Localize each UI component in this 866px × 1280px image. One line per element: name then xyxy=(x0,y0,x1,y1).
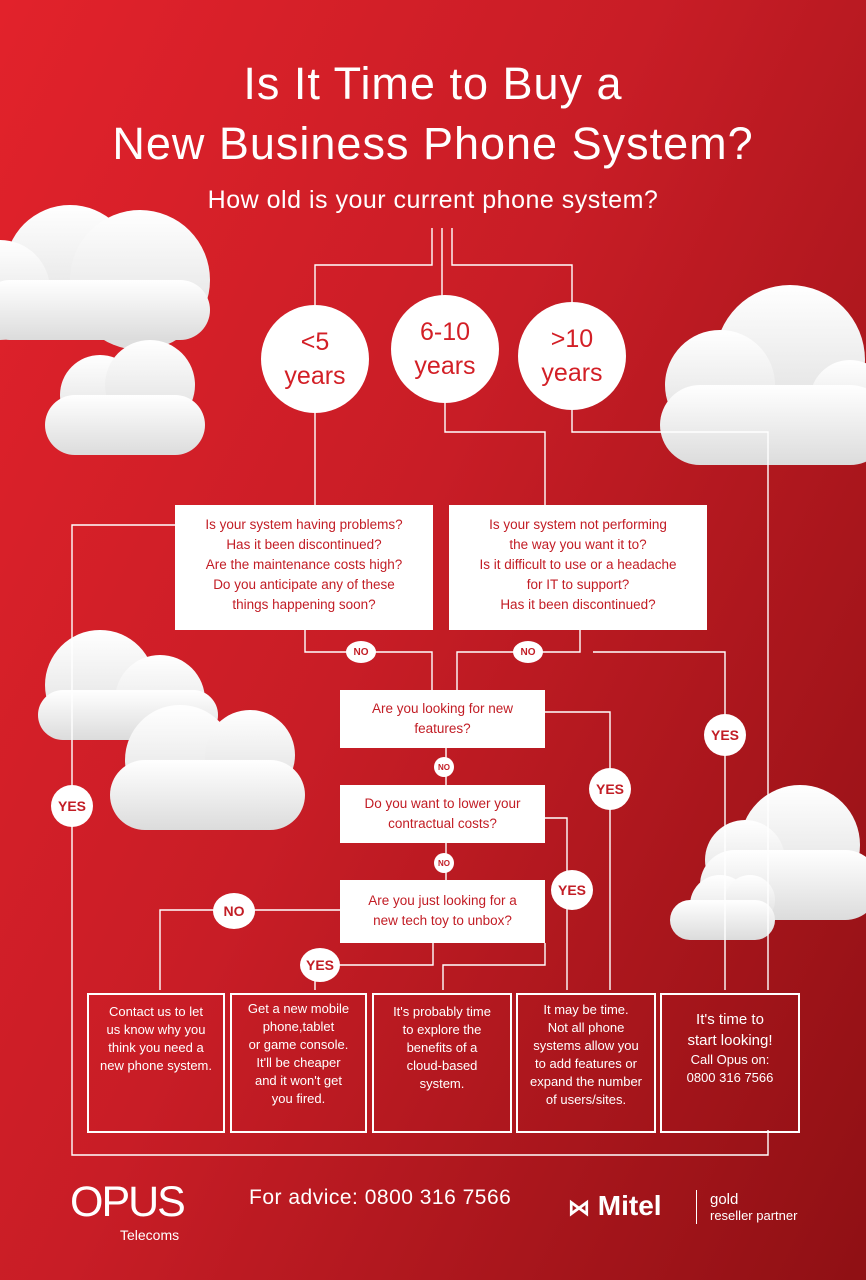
mitel-logo-text: Mitel xyxy=(597,1190,662,1221)
outcome-maybe: It may be time. Not all phone systems al… xyxy=(516,993,656,1133)
no-badge: NO xyxy=(434,757,454,777)
age-value: >10 xyxy=(550,325,594,353)
no-badge: NO xyxy=(213,893,255,929)
mitel-logo: ⋈ Mitel xyxy=(568,1190,662,1222)
question-box-costs: Do you want to lower your contractual co… xyxy=(340,785,545,843)
yes-badge: YES xyxy=(551,870,593,910)
outcome-line: us know why you xyxy=(106,1022,206,1037)
footer-divider xyxy=(696,1190,697,1224)
page-subtitle: How old is your current phone system? xyxy=(207,186,659,214)
gold-sublabel: reseller partner xyxy=(710,1208,798,1223)
question-line: Do you want to lower your xyxy=(364,796,521,811)
page-title-line2: New Business Phone System? xyxy=(112,118,754,169)
question-line: for IT to support? xyxy=(526,577,630,592)
age-unit: years xyxy=(541,359,603,387)
gold-label: gold xyxy=(710,1191,739,1208)
outcome-line: of users/sites. xyxy=(545,1092,627,1107)
question-box-under-5: Is your system having problems? Has it b… xyxy=(175,505,433,630)
question-line: Is your system having problems? xyxy=(205,517,403,532)
outcome-line: system. xyxy=(419,1076,465,1091)
outcome-line: It's probably time xyxy=(393,1004,491,1019)
age-unit: years xyxy=(284,362,346,390)
outcome-line: to add features or xyxy=(535,1056,637,1071)
question-line: Are the maintenance costs high? xyxy=(205,557,403,572)
outcome-line: new phone system. xyxy=(99,1058,212,1073)
outcome-time-to-look: It's time to start looking! Call Opus on… xyxy=(660,993,800,1133)
outcome-line: Contact us to let xyxy=(109,1004,203,1019)
question-box-6-10: Is your system not performing the way yo… xyxy=(449,505,707,630)
question-box-toy: Are you just looking for a new tech toy … xyxy=(340,880,545,943)
outcome-cloud: It's probably time to explore the benefi… xyxy=(372,993,512,1133)
outcome-line: Not all phone xyxy=(547,1020,625,1035)
outcome-contact: Contact us to let us know why you think … xyxy=(87,993,225,1133)
age-unit: years xyxy=(414,352,476,380)
outcome-mobile: Get a new mobile phone,tablet or game co… xyxy=(230,993,367,1133)
outcome-phone: 0800 316 7566 xyxy=(686,1070,774,1085)
question-line: the way you want it to? xyxy=(509,537,647,552)
outcome-line: or game console. xyxy=(248,1037,349,1052)
age-circle-6-10: 6-10 years xyxy=(391,295,499,403)
opus-logo: OPUS xyxy=(70,1178,186,1226)
outcome-line: and it won't get xyxy=(254,1073,343,1088)
question-line: Has it been discontinued? xyxy=(500,597,656,612)
cloud-right xyxy=(660,285,866,465)
question-line: Is it difficult to use or a headache xyxy=(479,557,677,572)
outcome-line: systems allow you xyxy=(533,1038,639,1053)
outcome-line: you fired. xyxy=(271,1091,326,1106)
outcome-line: benefits of a xyxy=(406,1040,478,1055)
outcome-line: start looking! xyxy=(687,1032,773,1049)
gold-partner-badge: gold reseller partner xyxy=(710,1192,797,1224)
question-line: new tech toy to unbox? xyxy=(373,913,512,928)
age-value: 6-10 xyxy=(419,318,471,346)
advice-phone: For advice: 0800 316 7566 xyxy=(249,1186,512,1209)
cloud-mid-left-2 xyxy=(110,705,305,830)
no-badge: NO xyxy=(346,641,376,663)
question-box-features: Are you looking for new features? xyxy=(340,690,545,748)
opus-logo-subtitle: Telecoms xyxy=(120,1227,180,1243)
question-line: contractual costs? xyxy=(388,816,497,831)
yes-badge: YES xyxy=(51,785,93,827)
question-line: Is your system not performing xyxy=(489,517,667,532)
yes-badge: YES xyxy=(300,948,340,982)
outcome-line: It may be time. xyxy=(543,1002,629,1017)
question-line: Are you looking for new xyxy=(371,701,514,716)
outcome-line: cloud-based xyxy=(406,1058,478,1073)
page-title-line1: Is It Time to Buy a xyxy=(243,58,623,109)
outcome-line: It's time to xyxy=(696,1011,764,1028)
outcome-line: expand the number xyxy=(529,1074,643,1089)
outcome-line: Get a new mobile xyxy=(247,1001,350,1016)
mitel-mark-icon: ⋈ xyxy=(568,1195,590,1220)
age-circle-over-10: >10 years xyxy=(518,302,626,410)
age-value: <5 xyxy=(300,328,330,356)
question-line: Do you anticipate any of these xyxy=(213,577,395,592)
cloud-left-small xyxy=(45,340,205,455)
question-line: features? xyxy=(414,721,471,736)
outcome-line: phone,tablet xyxy=(262,1019,335,1034)
question-line: things happening soon? xyxy=(232,597,376,612)
question-line: Are you just looking for a xyxy=(368,893,517,908)
yes-badge: YES xyxy=(589,768,631,810)
no-badge: NO xyxy=(513,641,543,663)
outcome-line: to explore the xyxy=(402,1022,482,1037)
question-line: Has it been discontinued? xyxy=(226,537,382,552)
no-badge: NO xyxy=(434,853,454,873)
age-circle-under-5: <5 years xyxy=(261,305,369,413)
outcome-line: think you need a xyxy=(108,1040,204,1055)
outcome-line: It'll be cheaper xyxy=(256,1055,341,1070)
outcome-line: Call Opus on: xyxy=(690,1052,770,1067)
cloud-top-left xyxy=(0,205,210,350)
yes-badge: YES xyxy=(704,714,746,756)
